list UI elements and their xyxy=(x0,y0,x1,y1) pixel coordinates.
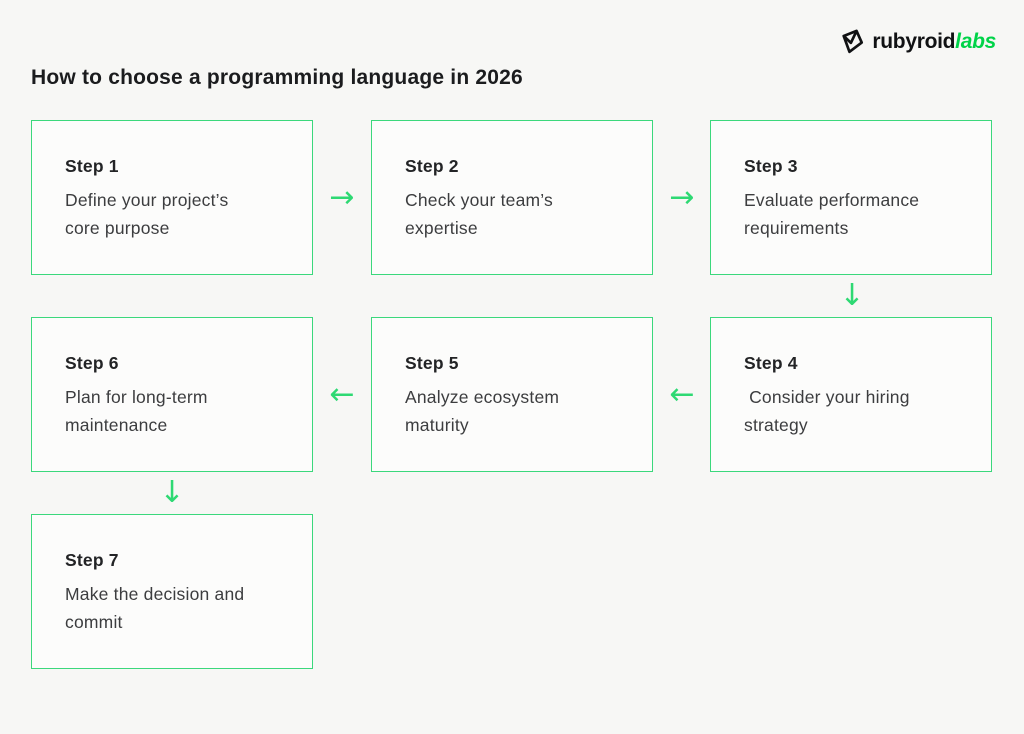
step-1-description: Define your project’s core purpose xyxy=(65,190,229,238)
step-3-label: Step 3 xyxy=(744,156,798,176)
step-7-label: Step 7 xyxy=(65,550,119,570)
step-6-label: Step 6 xyxy=(65,353,119,373)
arrow-left-icon: ← xyxy=(669,377,695,412)
step-2-label: Step 2 xyxy=(405,156,459,176)
step-1-box: Step 1 Define your project’s core purpos… xyxy=(31,120,313,275)
arrow-down-icon: ↓ xyxy=(839,278,865,313)
step-5-box: Step 5 Analyze ecosystem maturity xyxy=(371,317,653,472)
step-2-description: Check your team’s expertise xyxy=(405,190,553,238)
logo-text-green: labs xyxy=(955,30,996,53)
arrow-down-icon: ↓ xyxy=(159,475,185,510)
arrow-right-icon: → xyxy=(669,180,695,215)
logo-text-black: rubyroid xyxy=(872,30,956,53)
step-5-description: Analyze ecosystem maturity xyxy=(405,387,560,435)
step-4-label: Step 4 xyxy=(744,353,798,373)
step-6-description: Plan for long-term maintenance xyxy=(65,387,208,435)
step-4-box: Step 4 Consider your hiring strategy xyxy=(710,317,992,472)
step-4-description: Consider your hiring strategy xyxy=(744,387,910,435)
page-title: How to choose a programming language in … xyxy=(31,66,523,89)
step-1-label: Step 1 xyxy=(65,156,119,176)
step-3-description: Evaluate performance requirements xyxy=(744,190,920,238)
logo-wordmark: rubyroidlabs xyxy=(872,28,996,55)
step-2-box: Step 2 Check your team’s expertise xyxy=(371,120,653,275)
step-5-label: Step 5 xyxy=(405,353,459,373)
arrow-left-icon: ← xyxy=(329,377,355,412)
gem-logo-icon xyxy=(842,29,864,54)
step-7-box: Step 7 Make the decision and commit xyxy=(31,514,313,669)
step-6-box: Step 6 Plan for long-term maintenance xyxy=(31,317,313,472)
step-3-box: Step 3 Evaluate performance requirements xyxy=(710,120,992,275)
arrow-right-icon: → xyxy=(329,180,355,215)
step-7-description: Make the decision and commit xyxy=(65,584,245,632)
rubyroid-labs-logo: rubyroidlabs xyxy=(839,28,996,55)
